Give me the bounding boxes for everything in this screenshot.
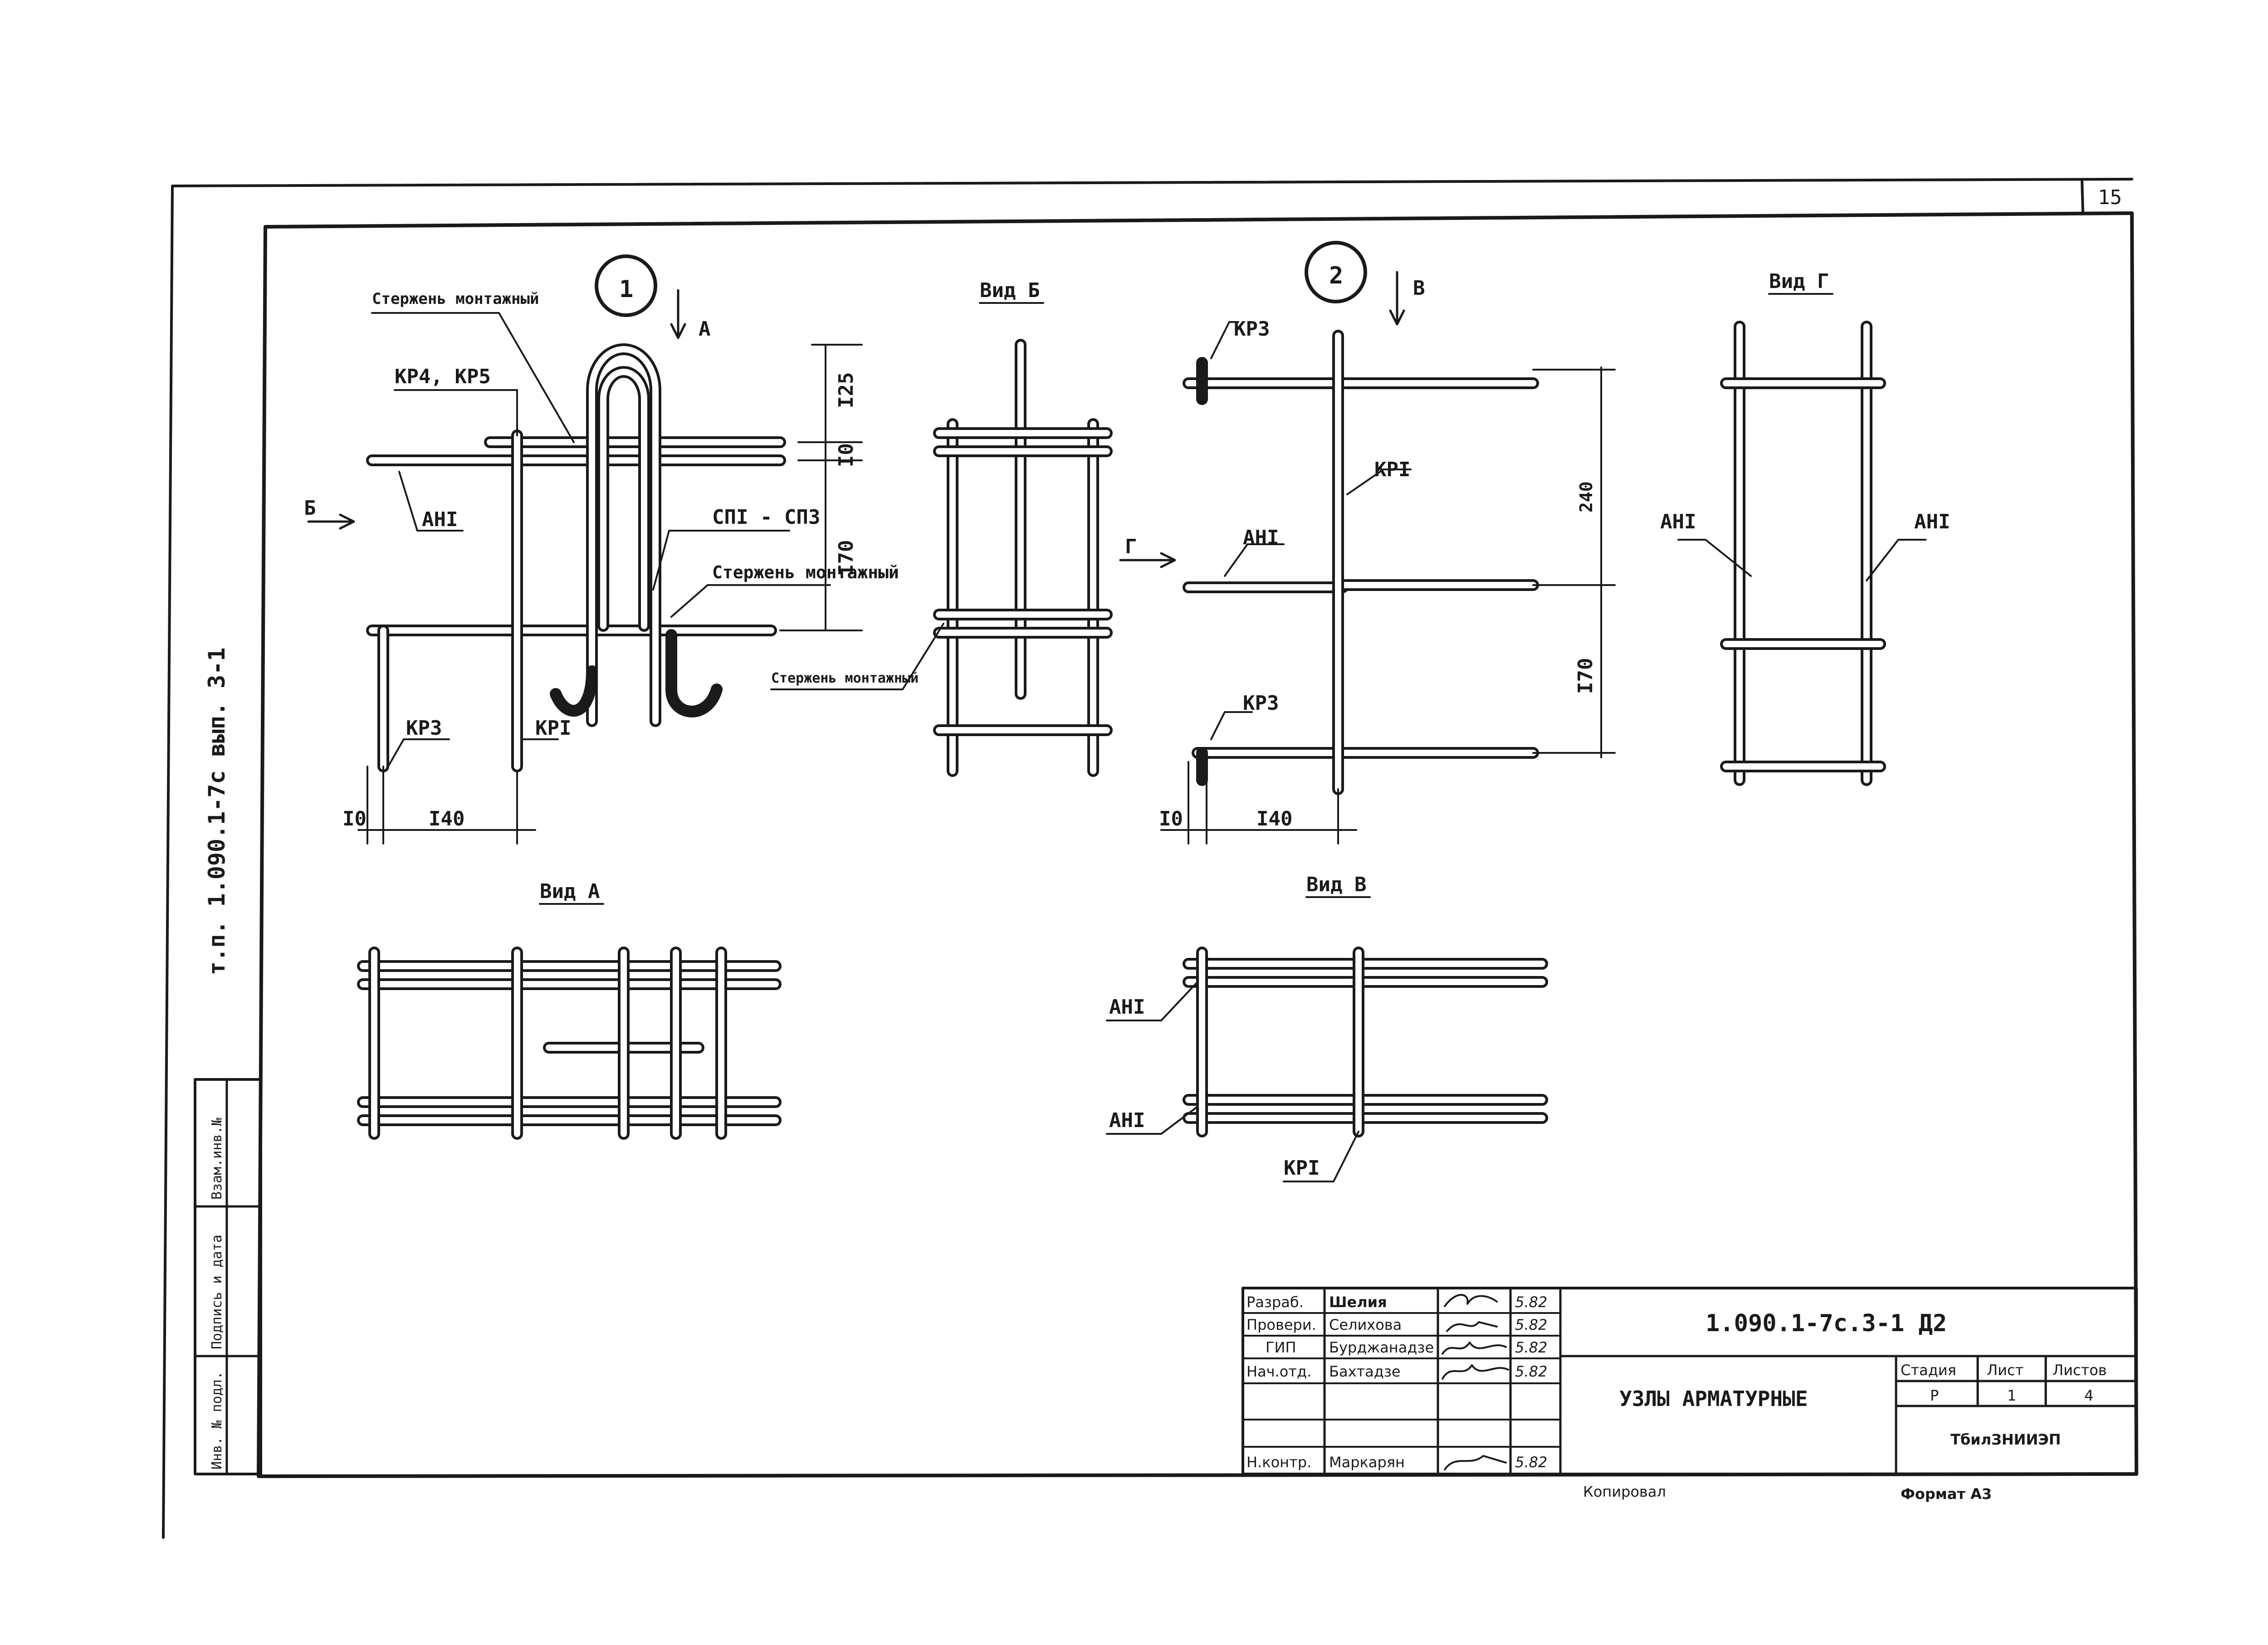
node-1-label-kr4-kr5: КР4, КР5 — [395, 365, 491, 388]
tb-row7-name: Маркарян — [1329, 1454, 1405, 1471]
view-v-title: Вид В — [1306, 873, 1366, 896]
node-1-dim-140: I40 — [429, 807, 464, 830]
view-v-kr1: КРI — [1284, 1157, 1320, 1180]
title-block: Разраб. Шелия 5.82 Провери. Селихова 5.8… — [1242, 1287, 2138, 1475]
node-1-dim-10b: I0 — [342, 807, 367, 830]
node-2-label-kr3-bot: КР3 — [1243, 692, 1279, 715]
view-v-ani-bot: АНI — [1109, 1109, 1145, 1132]
node-2-label-ani: АНI — [1243, 526, 1279, 549]
node-1-label-ani: АНI — [422, 508, 458, 531]
node-2-dim-170: I70 — [1574, 658, 1597, 694]
node-1-label-kr3: КР3 — [406, 717, 442, 740]
node-2: 2 В Г КР3 КРI АНI КР3 240 I70 I0 I40 — [1119, 241, 1616, 844]
copied-by: Копировал — [1583, 1483, 1666, 1500]
signature-4 — [1442, 1364, 1509, 1380]
node-2-arrow-v: В — [1413, 277, 1425, 300]
node-1-dim-125: I25 — [835, 372, 858, 408]
node-1-label-kr1: КРI — [535, 717, 571, 740]
sheet-number: 15 — [2098, 186, 2122, 209]
tb-row7-role: Н.контр. — [1246, 1454, 1311, 1471]
tb-row3-date: 5.82 — [1515, 1339, 1547, 1356]
signature-2 — [1446, 1321, 1498, 1332]
side-stamp: Взам.инв.№ Подпись и дата Инв. № подл. т… — [194, 648, 262, 1475]
tb-row3-name: Бурджанадзе — [1329, 1339, 1434, 1356]
tb-row1-date: 5.82 — [1515, 1294, 1547, 1311]
node-2-mark: 2 — [1329, 262, 1343, 289]
format-label: Формат А3 — [1901, 1485, 1992, 1503]
signature-3 — [1442, 1342, 1507, 1355]
node-1-arrow-a: А — [699, 317, 711, 341]
node-1-label-rod-top: Стержень монтажный — [372, 290, 539, 308]
node-1: 1 А Б Стержень монтажный КР4, КР5 АНI СП — [304, 254, 899, 844]
tb-stage: Р — [1930, 1387, 1939, 1404]
tb-sheet: 1 — [2007, 1387, 2016, 1404]
view-g-ani-right: АНI — [1914, 510, 1950, 533]
view-v: Вид В АНI АНI КРI — [1106, 873, 1548, 1182]
tb-row7-date: 5.82 — [1515, 1454, 1547, 1471]
node-1-arrow-b: Б — [304, 497, 316, 520]
view-b-rod-label: Стержень монтажный — [771, 670, 919, 686]
node-2-arrow-g: Г — [1125, 535, 1137, 558]
node-1-dim-170: I70 — [835, 540, 858, 576]
node-2-label-kr3-top: КР3 — [1234, 317, 1270, 341]
tb-org: ТбилЗНИИЭП — [1950, 1431, 2061, 1448]
view-a-title: Вид А — [540, 880, 600, 903]
view-g: Вид Г АНI АНI — [1660, 270, 1950, 786]
tb-doc-code: 1.090.1-7с.3-1 Д2 — [1706, 1310, 1947, 1337]
tb-row4-date: 5.82 — [1515, 1363, 1547, 1380]
tb-row4-role: Нач.отд. — [1246, 1363, 1311, 1380]
tb-row1-role: Разраб. — [1246, 1294, 1304, 1311]
node-2-label-kr1: КРI — [1374, 458, 1410, 481]
view-a: Вид А — [357, 880, 782, 1140]
tb-row3-role: ГИП — [1266, 1339, 1296, 1356]
tb-row4-name: Бахтадзе — [1329, 1363, 1401, 1380]
tb-row1-name: Шелия — [1329, 1294, 1387, 1311]
view-b: Вид Б Стержень монтажный — [770, 279, 1113, 777]
node-1-label-rod-right: Стержень монтажный — [712, 562, 899, 582]
side-stamp-inv-no: Инв. № подл. — [209, 1371, 225, 1469]
tb-row2-role: Провери. — [1246, 1316, 1316, 1333]
tb-sheet-title: УЗЛЫ АРМАТУРНЫЕ — [1619, 1386, 1808, 1411]
tb-sheets: 4 — [2084, 1387, 2093, 1404]
view-v-ani-top: АНI — [1109, 996, 1145, 1019]
signature-1 — [1444, 1294, 1498, 1307]
side-stamp-code: т.п. 1.090.1-7с вып. 3-1 — [204, 648, 230, 975]
side-stamp-sign-date: Подпись и дата — [209, 1235, 225, 1349]
node-2-dim-10: I0 — [1159, 807, 1183, 830]
node-1-mark: 1 — [619, 276, 633, 303]
node-1-dim-10a: I0 — [835, 443, 858, 467]
view-b-title: Вид Б — [980, 279, 1040, 302]
tb-stage-label: Стадия — [1901, 1362, 1956, 1379]
signature-5 — [1444, 1455, 1507, 1470]
tb-sheets-label: Листов — [2053, 1362, 2107, 1379]
tb-row2-date: 5.82 — [1515, 1316, 1547, 1333]
view-g-ani-left: АНI — [1660, 510, 1696, 533]
node-2-dim-140: I40 — [1256, 807, 1292, 830]
node-1-label-sp: СПI - СП3 — [712, 506, 820, 529]
tb-sheet-label: Лист — [1987, 1362, 2024, 1379]
node-2-dim-240: 240 — [1576, 481, 1596, 513]
side-stamp-replace: Взам.инв.№ — [209, 1118, 225, 1200]
view-g-title: Вид Г — [1769, 270, 1829, 293]
tb-row2-name: Селихова — [1329, 1316, 1402, 1333]
